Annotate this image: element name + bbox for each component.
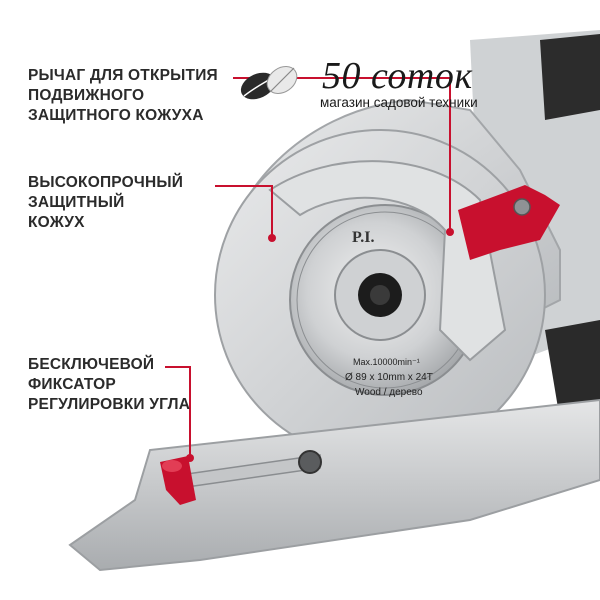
callout-line: КОЖУХ: [28, 214, 85, 231]
callout-protective-guard: ВЫСОКОПРОЧНЫЙ ЗАЩИТНЫЙ КОЖУХ: [28, 173, 183, 233]
callout-line: ФИКСАТОР: [28, 376, 116, 393]
callout-guard-lever: РЫЧАГ ДЛЯ ОТКРЫТИЯ ПОДВИЖНОГО ЗАЩИТНОГО …: [28, 66, 218, 126]
leaf-logo-icon: [240, 66, 298, 100]
guard-lever-red: [458, 185, 560, 260]
blade-size: Ø 89 x 10mm x 24T: [345, 372, 433, 383]
callout-line: БЕСКЛЮЧЕВОЙ: [28, 356, 155, 373]
leader-line-lever: [233, 77, 451, 232]
callout-line: ЗАЩИТНЫЙ: [28, 194, 125, 211]
store-tagline: магазин садовой техники: [320, 95, 478, 110]
callout-line: РЫЧАГ ДЛЯ ОТКРЫТИЯ: [28, 67, 218, 84]
blade-brand: P.I.: [352, 229, 375, 246]
blade-nut-center: [370, 285, 390, 305]
leader-line-lock: [165, 366, 191, 458]
angle-lock-highlight: [162, 460, 182, 472]
leader-dot-lock: [186, 454, 194, 462]
callout-line: РЕГУЛИРОВКИ УГЛА: [28, 396, 191, 413]
callout-angle-lock: БЕСКЛЮЧЕВОЙ ФИКСАТОР РЕГУЛИРОВКИ УГЛА: [28, 355, 190, 415]
callout-line: ВЫСОКОПРОЧНЫЙ: [28, 174, 184, 191]
blade-speed: Max.10000min⁻¹: [353, 357, 420, 367]
base-screw: [298, 450, 322, 474]
store-watermark: 50 соток магазин садовой техники: [236, 56, 536, 116]
callout-line: ПОДВИЖНОГО: [28, 87, 145, 104]
store-name: 50 соток: [322, 55, 473, 97]
leader-dot-guard: [268, 234, 276, 242]
lever-screw: [513, 198, 531, 216]
leader-line-guard: [215, 185, 273, 238]
motor-edge-dark: [545, 320, 600, 420]
leader-dot-lever: [446, 228, 454, 236]
movable-guard: [268, 160, 507, 362]
blade-material: Wood / дерево: [355, 387, 423, 398]
base-plate: [68, 398, 600, 572]
callout-line: ЗАЩИТНОГО КОЖУХА: [28, 107, 204, 124]
motor-top-dark: [540, 34, 600, 120]
